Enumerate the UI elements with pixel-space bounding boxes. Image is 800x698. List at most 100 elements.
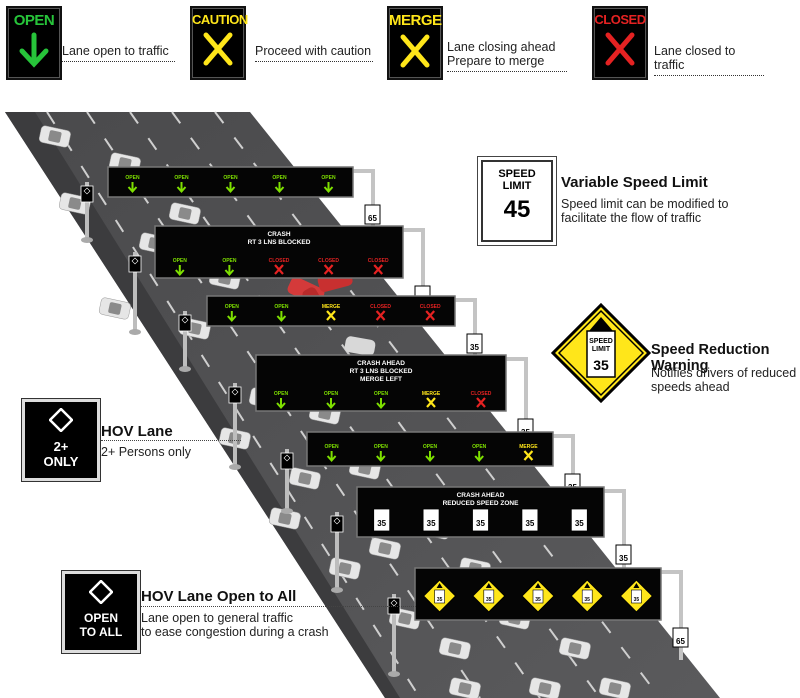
warning-line2: LIMIT	[591, 346, 611, 353]
x-mark-icon	[425, 310, 436, 321]
x-mark-icon	[426, 397, 436, 408]
hov-line2: ONLY	[43, 454, 79, 469]
speed-limit-panel	[422, 508, 440, 532]
lane-line	[46, 111, 421, 698]
car	[168, 202, 201, 225]
variable-speed-limit-sign: SPEED LIMIT 45	[481, 160, 553, 242]
lane-status-label: MERGE	[422, 391, 441, 397]
lane-status-label: OPEN	[225, 304, 240, 310]
legend-desc: Proceed with caution	[255, 44, 373, 62]
speed-warning-value: 35	[584, 597, 590, 603]
legend-desc-line1: Lane closing ahead	[447, 40, 556, 54]
lane-status-label: OPEN	[423, 444, 438, 450]
up-arrow-icon	[436, 583, 443, 588]
hov-lane-title: HOV Lane	[101, 423, 173, 440]
side-speed-sign	[615, 544, 632, 565]
car	[288, 467, 321, 490]
speed-limit-panel-value: 35	[377, 519, 386, 528]
lane-status-label: OPEN	[325, 444, 340, 450]
lane-status-label: OPEN	[274, 391, 289, 397]
down-arrow-icon	[276, 398, 286, 410]
legend-desc-line1: Proceed with caution	[255, 44, 372, 58]
speed-limit-value: 45	[503, 196, 531, 223]
gantry-5: 35OPENOPENOPENOPENMERGE	[280, 431, 581, 514]
speed-limit-panel	[472, 508, 489, 532]
lane-status-label: OPEN	[223, 175, 238, 181]
x-mark-icon	[323, 264, 334, 275]
gantry-message: RT 3 LNS BLOCKED	[350, 368, 413, 375]
side-speed-value: 65	[368, 214, 377, 223]
legend-sign-closed: CLOSED	[592, 6, 648, 80]
x-mark-icon	[203, 32, 233, 66]
down-arrow-icon	[326, 451, 337, 463]
lane-status-label: OPEN	[125, 175, 140, 181]
gantry-board	[206, 295, 456, 327]
lane-status-label: OPEN	[472, 444, 487, 450]
down-arrow-icon	[376, 451, 386, 463]
legend-sign-label: CLOSED	[594, 12, 646, 27]
variable-speed-limit-title: Variable Speed Limit	[561, 174, 708, 191]
up-arrow-icon	[584, 583, 591, 588]
lane-status-label: CLOSED	[420, 304, 441, 310]
down-arrow-icon	[176, 182, 187, 194]
lane-status-label: OPEN	[274, 304, 289, 310]
down-arrow-icon	[127, 182, 138, 194]
side-speed-value: 35	[619, 554, 628, 563]
speed-warning-value: 35	[535, 597, 541, 603]
speed-limit-panel	[570, 508, 588, 532]
speed-reduction-warning-sign	[551, 303, 651, 403]
car	[438, 637, 471, 660]
down-arrow-icon	[225, 182, 236, 194]
speed-limit-line2: LIMIT	[502, 180, 532, 192]
lane-status-label: OPEN	[321, 175, 336, 181]
lane-status-label: OPEN	[374, 391, 389, 397]
gantry-message: MERGE LEFT	[360, 376, 402, 383]
car	[98, 297, 131, 320]
x-mark-icon	[400, 34, 430, 68]
diamond-icon	[88, 579, 114, 605]
car	[528, 677, 561, 698]
speed-reduction-warning-desc2: speeds ahead	[651, 380, 730, 394]
lane-status-label: OPEN	[272, 175, 287, 181]
hov-open-desc2: to ease congestion during a crash	[141, 625, 329, 639]
side-speed-sign	[364, 204, 381, 225]
gantry-message: REDUCED SPEED ZONE	[443, 500, 520, 507]
down-arrow-icon	[175, 265, 185, 277]
lane-status-label: CLOSED	[318, 258, 339, 264]
lane-status-label: OPEN	[222, 258, 237, 264]
x-mark-icon	[523, 450, 534, 461]
car	[558, 637, 591, 660]
car	[448, 677, 481, 698]
up-arrow-icon	[633, 583, 640, 588]
gantry-message: CRASH AHEAD	[457, 492, 505, 499]
speed-limit-panel	[521, 508, 539, 532]
speed-limit-panel-value: 35	[476, 519, 485, 528]
legend-sign-caution: CAUTION	[190, 6, 248, 80]
x-mark-icon	[605, 32, 635, 66]
down-arrow-icon	[19, 32, 49, 68]
legend-desc-line1: Lane closed to traffic	[654, 44, 736, 72]
speed-limit-panel-value: 35	[525, 519, 534, 528]
lane-status-label: OPEN	[374, 444, 389, 450]
lane-status-label: OPEN	[173, 258, 188, 264]
side-speed-value: 65	[676, 637, 685, 646]
x-mark-icon	[476, 397, 486, 408]
car	[368, 537, 401, 560]
down-arrow-icon	[274, 182, 285, 194]
down-arrow-icon	[276, 311, 287, 323]
side-speed-sign	[672, 627, 689, 648]
up-arrow-icon	[535, 583, 541, 588]
lane-status-label: CLOSED	[370, 304, 391, 310]
hov-open-desc1: Lane open to general traffic	[141, 611, 293, 625]
lane-status-label: OPEN	[174, 175, 189, 181]
speed-limit-panel	[373, 508, 391, 532]
side-speed-value: 35	[470, 343, 479, 352]
road-shoulder	[5, 112, 400, 698]
speed-reduction-warning-title: Speed Reduction Warning	[651, 342, 770, 374]
down-arrow-icon	[376, 398, 386, 410]
hov-open-title: HOV Lane Open to All	[141, 588, 297, 605]
